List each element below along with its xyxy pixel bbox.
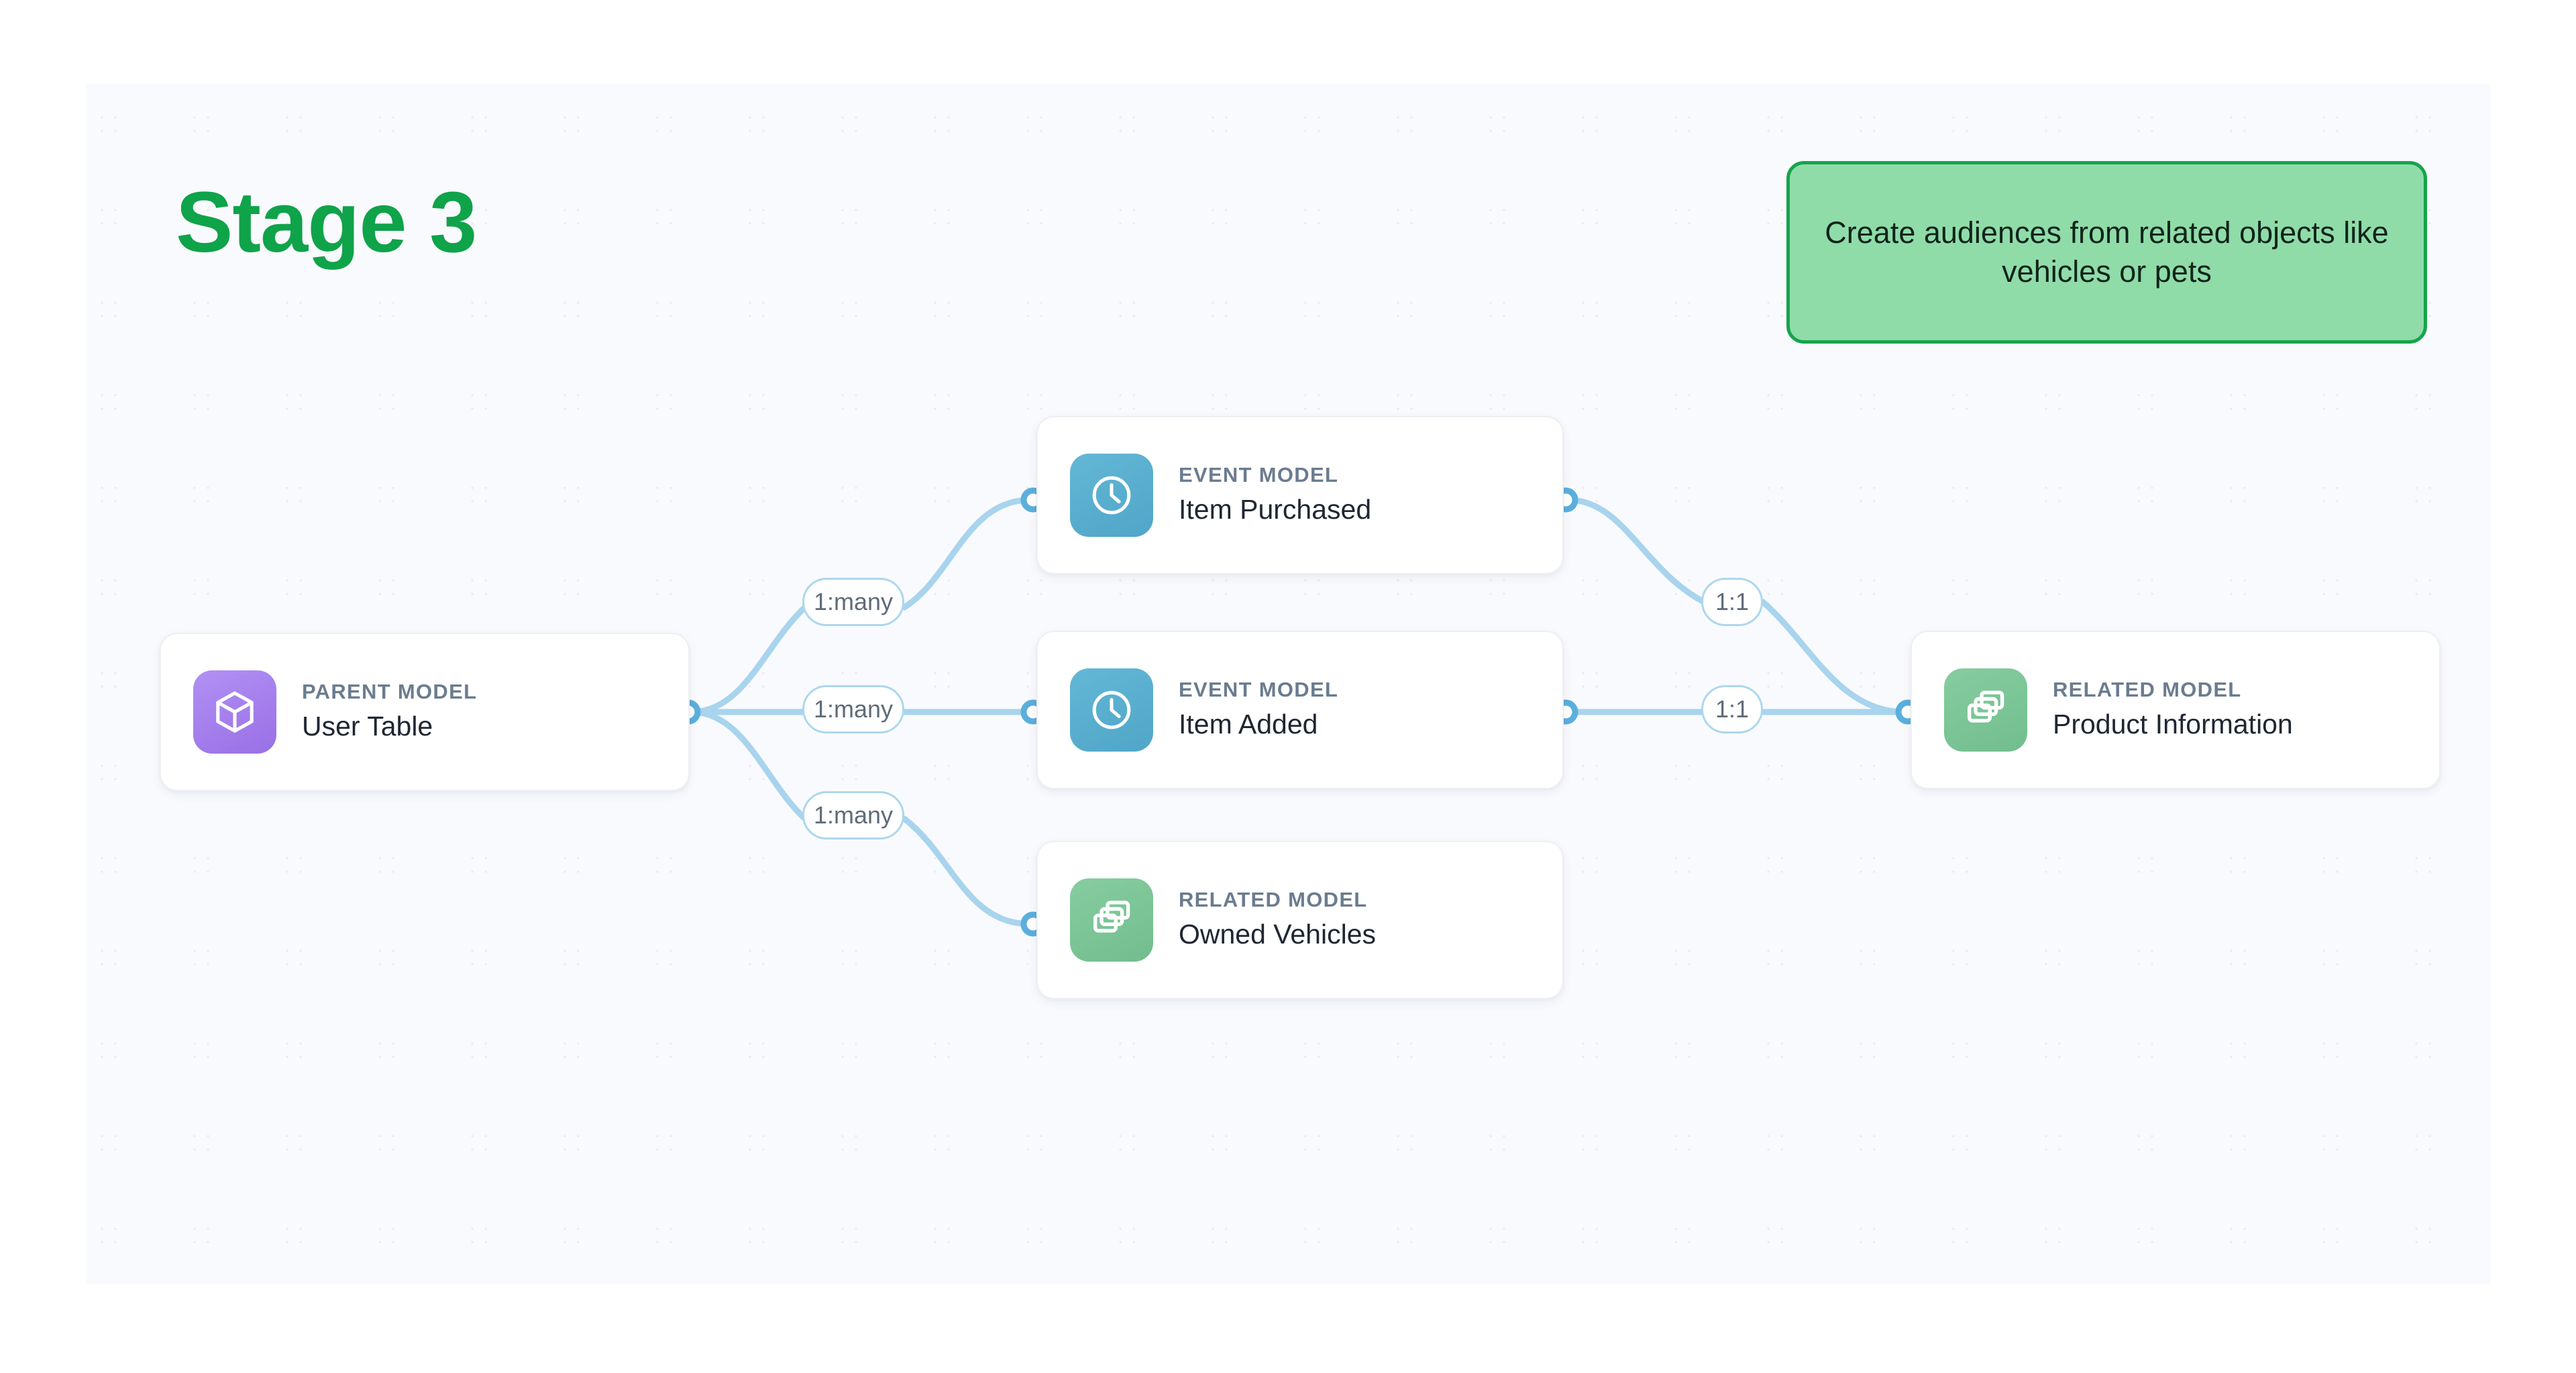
card-text: PARENT MODEL User Table bbox=[302, 680, 477, 745]
card-text: RELATED MODEL Owned Vehicles bbox=[1179, 888, 1376, 953]
card-name: Product Information bbox=[2053, 709, 2293, 740]
relation-pill-11-item-added-product[interactable]: 1:1 bbox=[1701, 685, 1763, 733]
relation-label: 1:1 bbox=[1715, 588, 1750, 615]
relation-pill-1many-item-purchased[interactable]: 1:many bbox=[802, 578, 904, 626]
cube-icon bbox=[193, 670, 276, 754]
clock-icon bbox=[1070, 668, 1153, 752]
card-name: Item Purchased bbox=[1179, 494, 1372, 525]
model-card-item-purchased[interactable]: EVENT MODEL Item Purchased bbox=[1036, 416, 1564, 574]
card-kicker: RELATED MODEL bbox=[2053, 677, 2242, 701]
relation-label: 1:many bbox=[813, 695, 894, 723]
card-kicker: EVENT MODEL bbox=[1179, 462, 1339, 487]
model-card-user-table[interactable]: PARENT MODEL User Table bbox=[160, 633, 690, 791]
card-name: Item Added bbox=[1179, 709, 1318, 740]
card-name: Owned Vehicles bbox=[1179, 919, 1377, 950]
card-text: RELATED MODEL Product Information bbox=[2053, 678, 2293, 743]
card-text: EVENT MODEL Item Purchased bbox=[1179, 463, 1371, 528]
card-name: User Table bbox=[302, 711, 433, 742]
model-card-product-information[interactable]: RELATED MODEL Product Information bbox=[1911, 631, 2440, 789]
relation-pill-1many-owned-vehicles[interactable]: 1:many bbox=[802, 791, 904, 840]
relation-pill-11-item-purchased-product[interactable]: 1:1 bbox=[1701, 578, 1763, 626]
callout-banner: Create audiences from related objects li… bbox=[1786, 161, 2427, 344]
clock-icon bbox=[1070, 454, 1153, 537]
relation-pill-1many-item-added[interactable]: 1:many bbox=[802, 685, 904, 733]
relation-label: 1:many bbox=[813, 588, 894, 615]
layers-icon bbox=[1944, 668, 2027, 752]
model-card-item-added[interactable]: EVENT MODEL Item Added bbox=[1036, 631, 1564, 789]
layers-icon bbox=[1070, 878, 1153, 962]
relation-label: 1:1 bbox=[1715, 695, 1750, 723]
card-kicker: EVENT MODEL bbox=[1179, 677, 1339, 701]
card-text: EVENT MODEL Item Added bbox=[1179, 678, 1338, 743]
callout-text: Create audiences from related objects li… bbox=[1825, 215, 2389, 289]
page-title: Stage 3 bbox=[176, 174, 477, 270]
relation-label: 1:many bbox=[813, 801, 894, 829]
card-kicker: PARENT MODEL bbox=[302, 679, 478, 703]
model-card-owned-vehicles[interactable]: RELATED MODEL Owned Vehicles bbox=[1036, 841, 1564, 999]
card-kicker: RELATED MODEL bbox=[1179, 887, 1368, 911]
